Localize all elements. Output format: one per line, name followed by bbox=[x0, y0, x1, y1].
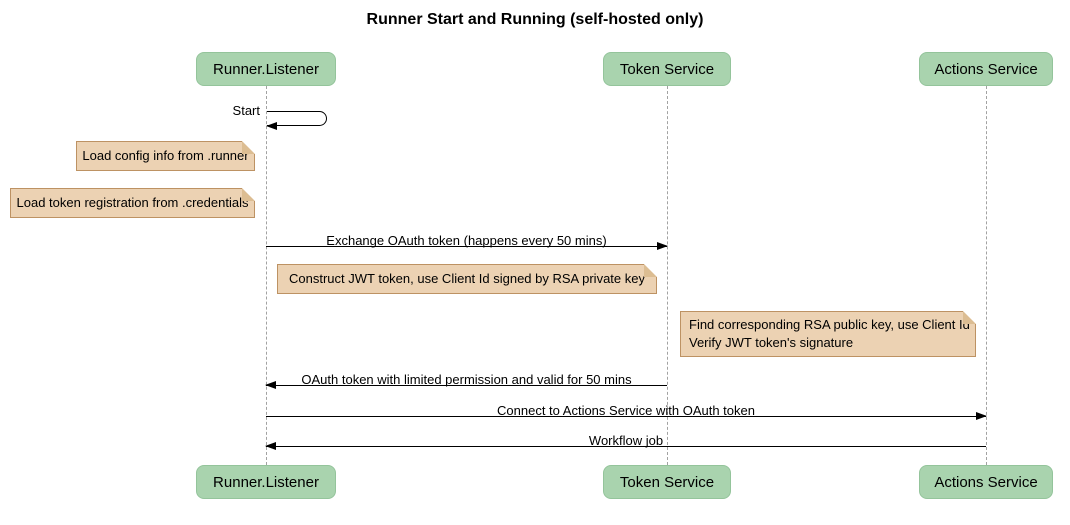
diagram-title: Runner Start and Running (self-hosted on… bbox=[366, 11, 704, 28]
message-oauth-return-label: OAuth token with limited permission and … bbox=[301, 372, 632, 387]
note-text: Load config info from .runner bbox=[82, 148, 249, 163]
participant-runner-listener-top: Runner.Listener bbox=[196, 52, 336, 86]
message-connect-arrow bbox=[266, 412, 987, 420]
note-load-config: Load config info from .runner bbox=[76, 141, 255, 171]
participant-token-service-bottom: Token Service bbox=[603, 465, 731, 499]
note-text-line2: Verify JWT token's signature bbox=[689, 335, 854, 350]
arrowhead-right-icon bbox=[976, 412, 987, 420]
lifeline-token-service bbox=[667, 86, 668, 465]
participant-actions-service-bottom: Actions Service bbox=[919, 465, 1053, 499]
message-start-label: Start bbox=[232, 103, 260, 118]
message-workflow-label: Workflow job bbox=[588, 433, 664, 448]
message-workflow-arrow bbox=[265, 442, 986, 450]
note-verify-jwt: Find corresponding RSA public key, use C… bbox=[680, 311, 976, 357]
arrowhead-left-icon bbox=[266, 122, 277, 131]
participant-label: Actions Service bbox=[934, 473, 1038, 491]
participant-label: Runner.Listener bbox=[213, 473, 319, 491]
participant-label: Runner.Listener bbox=[213, 60, 319, 78]
note-text-line1: Find corresponding RSA public key, use C… bbox=[689, 317, 970, 332]
participant-label: Token Service bbox=[619, 60, 715, 78]
arrowhead-left-icon bbox=[265, 442, 276, 450]
message-exchange-label: Exchange OAuth token (happens every 50 m… bbox=[326, 233, 607, 248]
note-load-credentials: Load token registration from .credential… bbox=[10, 188, 255, 218]
message-oauth-return-arrow bbox=[265, 381, 667, 389]
participant-actions-service-top: Actions Service bbox=[919, 52, 1053, 86]
message-start-self-arrow bbox=[266, 111, 327, 131]
lifeline-actions-service bbox=[986, 86, 987, 465]
participant-token-service-top: Token Service bbox=[603, 52, 731, 86]
participant-runner-listener-bottom: Runner.Listener bbox=[196, 465, 336, 499]
message-connect-label: Connect to Actions Service with OAuth to… bbox=[497, 403, 755, 418]
note-text: Load token registration from .credential… bbox=[16, 195, 249, 210]
participant-label: Token Service bbox=[619, 473, 715, 491]
note-text: Construct JWT token, use Client Id signe… bbox=[289, 271, 645, 286]
message-exchange-arrow bbox=[266, 242, 668, 250]
participant-label: Actions Service bbox=[934, 60, 1038, 78]
lifeline-runner-listener bbox=[266, 86, 267, 465]
note-construct-jwt: Construct JWT token, use Client Id signe… bbox=[277, 264, 657, 294]
arrowhead-right-icon bbox=[657, 242, 668, 250]
arrowhead-left-icon bbox=[265, 381, 276, 389]
